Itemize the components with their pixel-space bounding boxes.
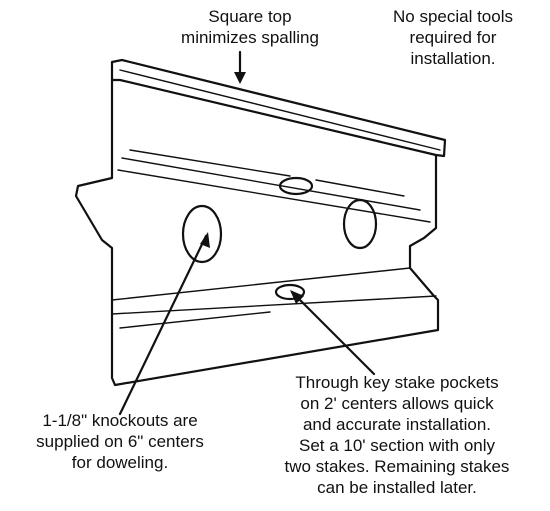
stake-pockets-line-4: Set a 10' section with only <box>298 436 496 455</box>
lower-rib-line-1 <box>111 267 411 301</box>
knockout-arrowhead <box>200 232 210 248</box>
stake-pocket-arrowhead <box>290 290 304 304</box>
stake-pockets-line-3: and accurate installation. <box>302 415 492 434</box>
lower-rib-line-3 <box>119 311 271 329</box>
upper-rib-line-2 <box>117 169 431 223</box>
square-top-label: Square top minimizes spalling <box>140 6 360 48</box>
square-top-line-1: Square top <box>208 7 292 26</box>
knockouts-line-2: supplied on 6" centers <box>36 432 204 451</box>
upper-rib-line-3 <box>129 149 291 177</box>
knockout-left <box>181 204 223 264</box>
knockouts-label: 1-1/8" knockouts are supplied on 6" cent… <box>0 410 240 473</box>
upper-rib-line-1 <box>121 157 421 211</box>
stake-pockets-line-6: can be installed later. <box>317 478 477 497</box>
square-top-arrowhead <box>234 72 246 84</box>
square-top-flange <box>110 58 447 158</box>
lower-stake-pocket <box>274 283 306 301</box>
no-tools-label: No special tools required for installati… <box>360 6 546 69</box>
knockout-right <box>342 198 378 250</box>
square-top-line-2: minimizes spalling <box>181 28 319 47</box>
knockouts-line-1: 1-1/8" knockouts are <box>42 411 198 430</box>
knockouts-line-3: for doweling. <box>71 453 169 472</box>
no-tools-line-3: installation. <box>410 49 496 68</box>
channel-body <box>74 78 440 387</box>
stake-pockets-line-1: Through key stake pockets <box>295 373 499 392</box>
stake-pockets-line-2: on 2' centers allows quick <box>300 394 494 413</box>
flange-lip-line <box>119 69 441 151</box>
stake-pocket-arrow <box>290 290 376 376</box>
upper-rib-line-4 <box>315 179 405 197</box>
stake-pockets-label: Through key stake pockets on 2' centers … <box>248 372 546 498</box>
knockout-arrow <box>118 234 208 416</box>
no-tools-line-2: required for <box>409 28 497 47</box>
lower-rib-line-2 <box>111 295 437 315</box>
stake-pockets-line-5: two stakes. Remaining stakes <box>284 457 510 476</box>
upper-stake-pocket <box>278 176 314 196</box>
no-tools-line-1: No special tools <box>392 7 513 26</box>
